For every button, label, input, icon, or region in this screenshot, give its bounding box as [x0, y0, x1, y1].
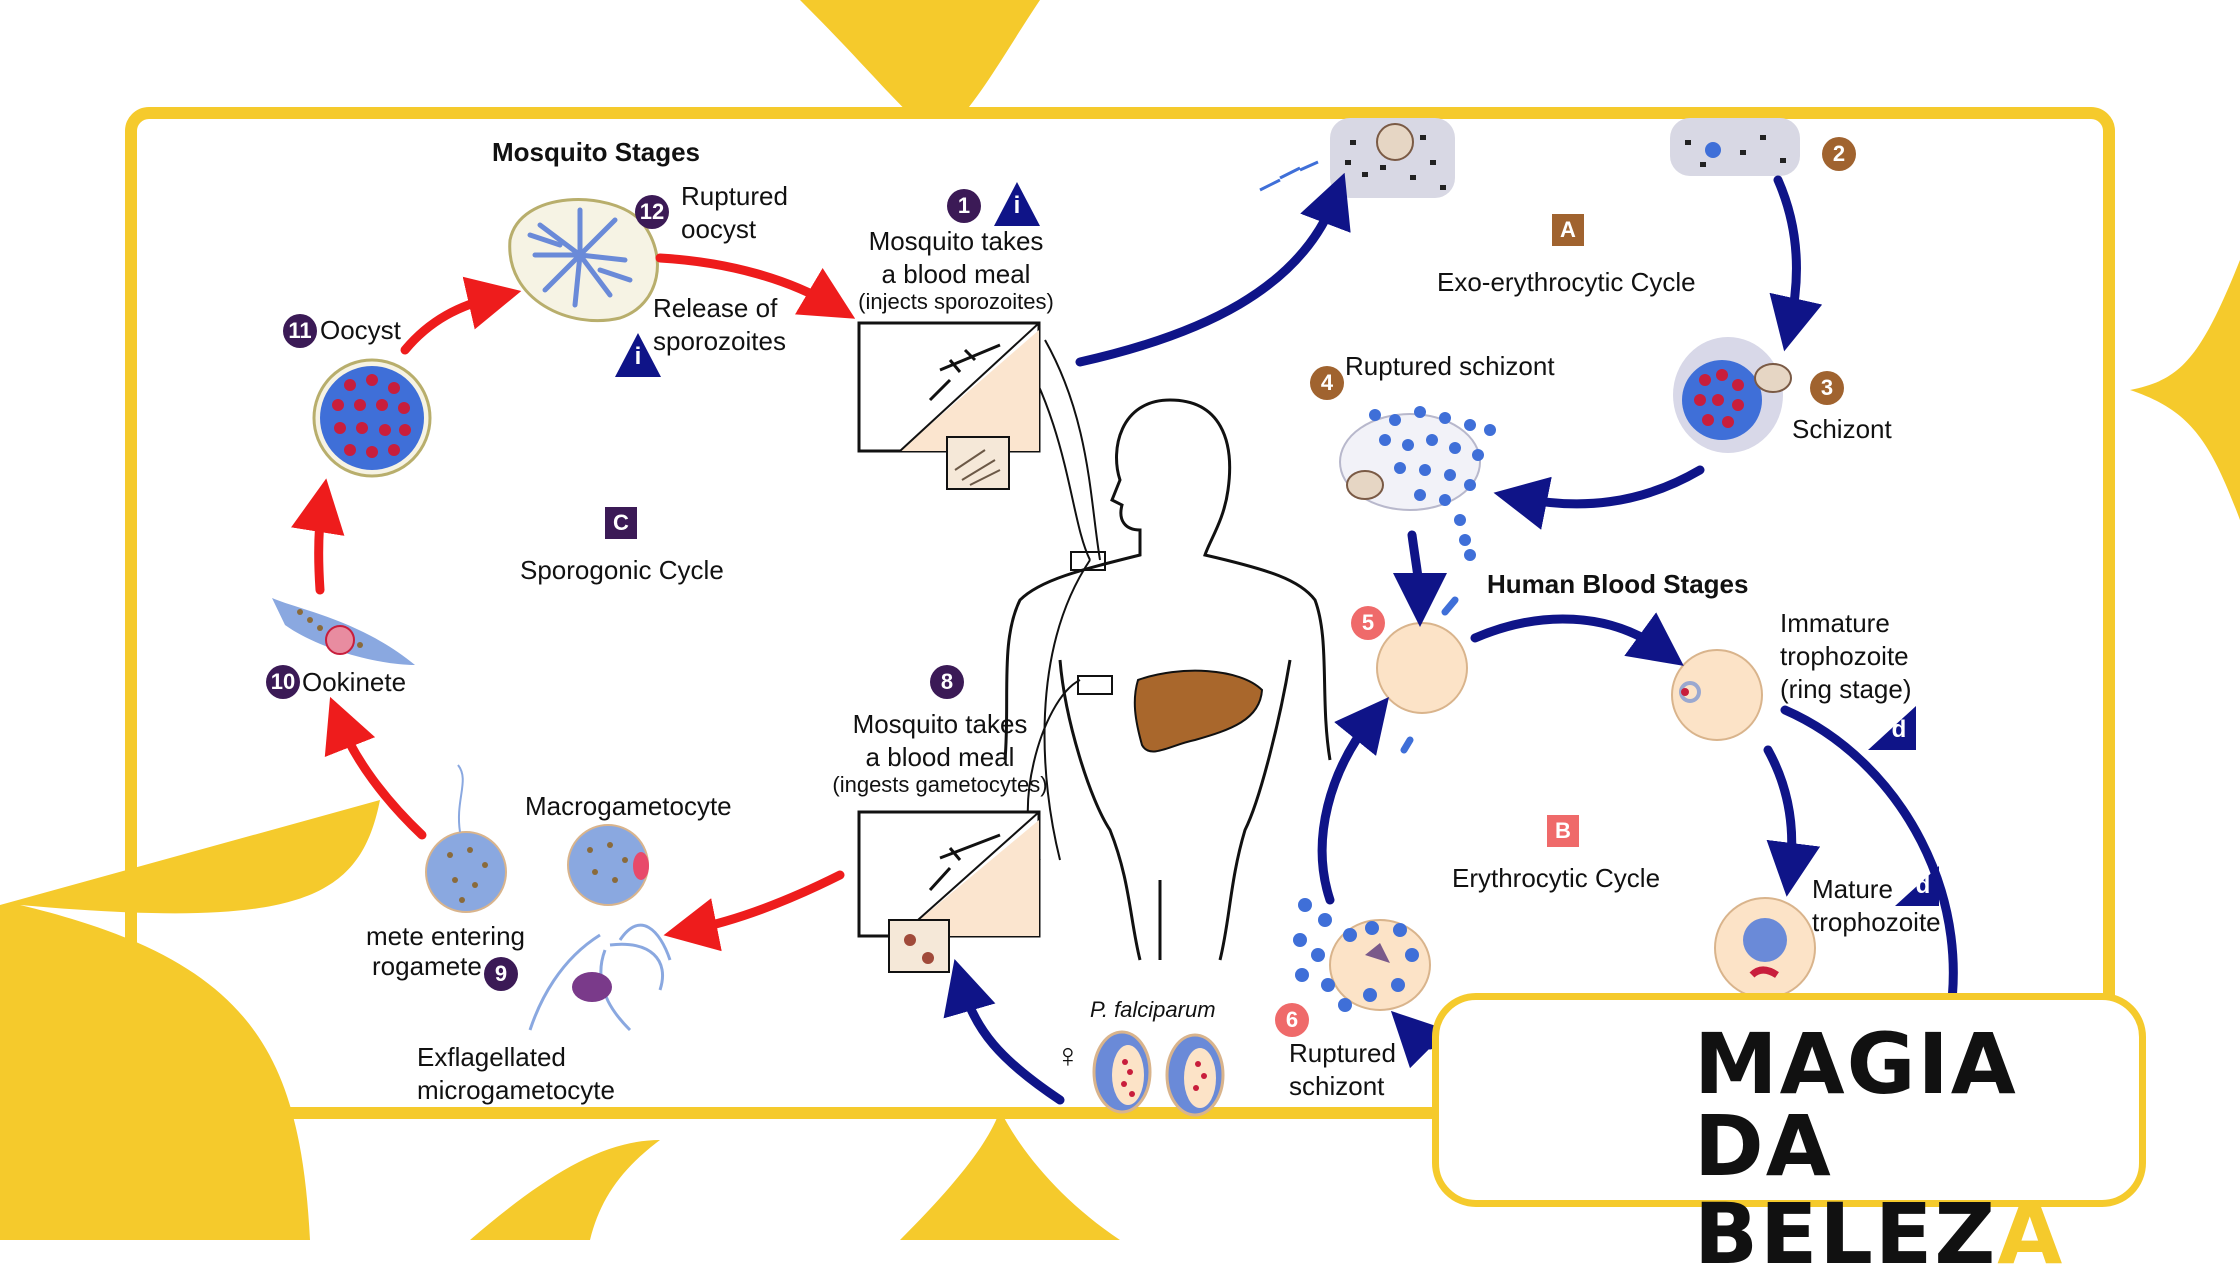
gametocyte-male: [1165, 1033, 1225, 1117]
brand-box: MAGIA DA BELEZA: [1432, 993, 2146, 1278]
schizont-3: [1673, 337, 1792, 453]
step-8-line2: a blood meal: [865, 742, 1015, 772]
diagnostic-icon: d: [1895, 866, 1939, 906]
brand-line2: DA BELEZA: [1694, 1102, 2139, 1278]
cycle-letter-b: B: [1547, 815, 1579, 847]
mosquito-stages-title: Mosquito Stages: [492, 137, 701, 167]
ring-stage-rbc: [1671, 649, 1763, 741]
rbc-5: [1376, 622, 1468, 714]
ookinete-10: [272, 598, 415, 665]
arrow-ring-to-gametocytes: [1780, 705, 1958, 1045]
mature-trophozoite-rbc: [1714, 897, 1816, 999]
step-3-number: 3: [1810, 371, 1844, 405]
brand-line1: MAGIA: [1694, 1015, 2018, 1113]
brand-line2-text: DA BELEZ: [1694, 1097, 1998, 1283]
star-decoration: [470, 1140, 660, 1240]
step-6-number: 6: [1275, 1003, 1309, 1037]
step-8-line3: (ingests gametocytes): [832, 772, 1048, 797]
arrow-12-to-1: [655, 253, 856, 319]
step-6-line1: Ruptured: [1289, 1038, 1396, 1068]
ruptured-schizont-6: [1293, 898, 1431, 1012]
microgamete-entering: [425, 764, 507, 913]
brand-accent: A: [1997, 1185, 2065, 1283]
arrow-ring-to-mature: [1763, 745, 1821, 897]
skin-inset-1: [857, 321, 1041, 490]
ruptured-schizont-4: [1339, 406, 1496, 561]
step-1-line2: a blood meal: [881, 259, 1031, 289]
release-line2: sporozoites: [653, 326, 786, 356]
step-12-line1: Ruptured: [681, 181, 788, 211]
exo-cycle-label: Exo-erythrocytic Cycle: [1437, 267, 1696, 297]
liver: [1133, 669, 1264, 753]
human-blood-stages-title: Human Blood Stages: [1487, 569, 1749, 599]
cycle-letter-a: A: [1552, 214, 1584, 246]
mature-line2: trophozoite: [1812, 907, 1941, 937]
female-symbol: ♀: [1055, 1037, 1081, 1075]
star-decoration: [0, 800, 380, 1240]
step-10-number: 10: [266, 665, 300, 699]
macrogametocyte-label: Macrogametocyte: [525, 791, 732, 821]
star-decoration: [900, 1110, 1120, 1240]
cycle-letter-c: C: [605, 507, 637, 539]
liver-cell-2: [1670, 118, 1800, 176]
step-9-number: 9: [484, 957, 518, 991]
arrow-9-to-10: [324, 696, 427, 840]
mature-line1: Mature: [1812, 874, 1893, 904]
arrow-gametocytes-to-8: [943, 959, 1065, 1105]
skin-inset-8: [857, 810, 1041, 973]
arrow-4-to-5: [1392, 530, 1447, 627]
step-9-line2: rogamete: [372, 951, 482, 981]
step-5-number: 5: [1351, 606, 1385, 640]
macrogametocyte: [567, 824, 649, 906]
arrow-1-to-liver: [1075, 172, 1351, 367]
oocyst-11: [312, 358, 432, 478]
arrow-6-to-5: [1317, 696, 1389, 905]
step-4-label: Ruptured schizont: [1345, 351, 1555, 381]
step-11-label: Oocyst: [320, 315, 401, 345]
release-line1: Release of: [653, 293, 778, 323]
step-12-number: 12: [635, 195, 669, 229]
arrow-11-to-12: [400, 276, 522, 355]
arrow-10-to-11: [291, 478, 345, 595]
star-decoration: [800, 0, 1040, 140]
step-8-line1: Mosquito takes: [852, 709, 1028, 739]
info-icon: i: [994, 182, 1040, 226]
diagnostic-icon: d: [1868, 706, 1916, 750]
step-8-number: 8: [930, 665, 964, 699]
step-2-number: 2: [1822, 137, 1856, 171]
step-9-line1: mete entering: [366, 921, 525, 951]
immature-line2: trophozoite: [1780, 641, 1909, 671]
sporo-cycle-label: Sporogonic Cycle: [520, 555, 724, 585]
exflagellated-microgametocyte: [528, 923, 672, 1032]
step-1-number: 1: [947, 189, 981, 223]
immature-line3: (ring stage): [1780, 674, 1912, 704]
arrow-5-to-ring: [1470, 612, 1684, 666]
step-3-label: Schizont: [1792, 414, 1892, 444]
step-4-number: 4: [1310, 366, 1344, 400]
immature-line1: Immature: [1780, 608, 1890, 638]
step-1-line3: (injects sporozoites): [858, 289, 1054, 314]
star-decoration: [2130, 260, 2240, 520]
ruptured-oocyst-12: [508, 198, 659, 323]
liver-cell-1: [1259, 118, 1455, 198]
arrow-3-to-4: [1493, 465, 1705, 530]
erythro-cycle-label: Erythrocytic Cycle: [1452, 863, 1661, 893]
species-label: P. falciparum: [1090, 997, 1216, 1022]
exflagellated-line1: Exflagellated: [417, 1042, 566, 1072]
step-12-line2: oocyst: [681, 214, 757, 244]
arrow-to-6: [1390, 1010, 1449, 1069]
info-icon: i: [615, 333, 661, 377]
step-10-label: Ookinete: [302, 667, 407, 697]
arrow-2-to-3: [1769, 175, 1823, 352]
step-11-number: 11: [283, 314, 317, 348]
step-1-line1: Mosquito takes: [868, 226, 1044, 256]
arrow-8-to-9: [663, 870, 845, 952]
gametocyte-female: [1092, 1030, 1152, 1114]
step-6-line2: schizont: [1289, 1071, 1385, 1101]
exflagellated-line2: microgametocyte: [417, 1075, 615, 1105]
human-body: [1003, 398, 1332, 961]
